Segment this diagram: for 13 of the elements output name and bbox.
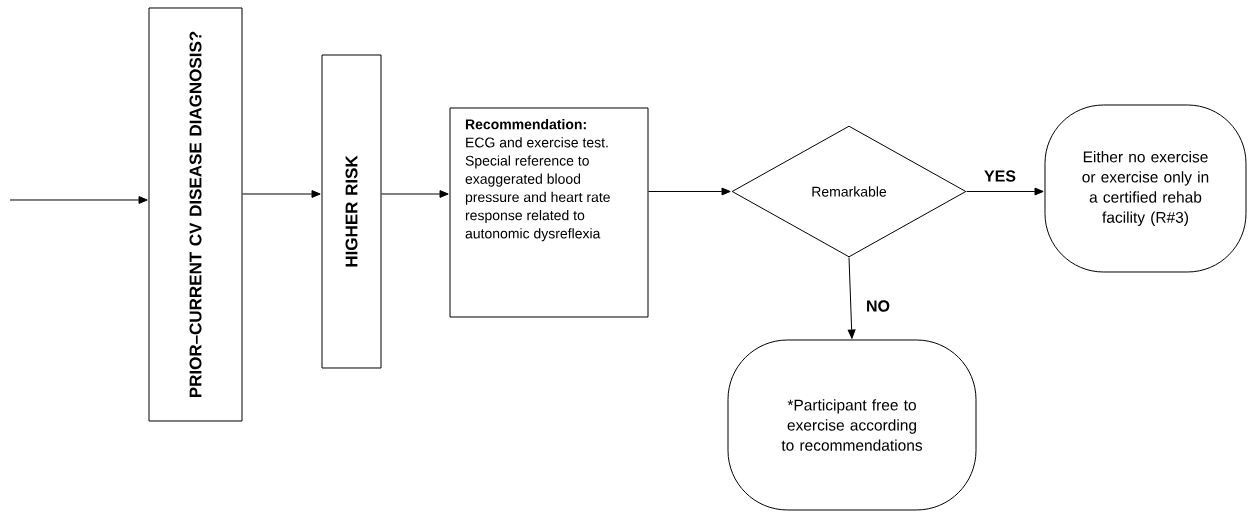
terminal-box: *Participant free to exercise according to recommendations xyxy=(727,339,977,511)
arrow xyxy=(847,257,856,339)
process-box: HIGHER RISK xyxy=(321,54,382,369)
terminal-box: Either no exercise or exercise only in a certified rehab facility (R#3) xyxy=(1044,104,1247,273)
arrow xyxy=(966,187,1044,196)
arrow xyxy=(9,196,148,204)
edge-label: YES xyxy=(983,169,1017,183)
arrow xyxy=(242,190,321,198)
arrow xyxy=(648,187,731,196)
arrow xyxy=(381,190,449,198)
process-box: Recommendation: ECG and exercise test. Special reference to exaggerated blood pressure and heart rate response related to autonomic dysreflexia xyxy=(449,107,649,318)
edge-label: NO xyxy=(865,299,891,313)
process-box: PRIOR–CURRENT CV DISEASE DIAGNOSIS? xyxy=(148,7,243,422)
